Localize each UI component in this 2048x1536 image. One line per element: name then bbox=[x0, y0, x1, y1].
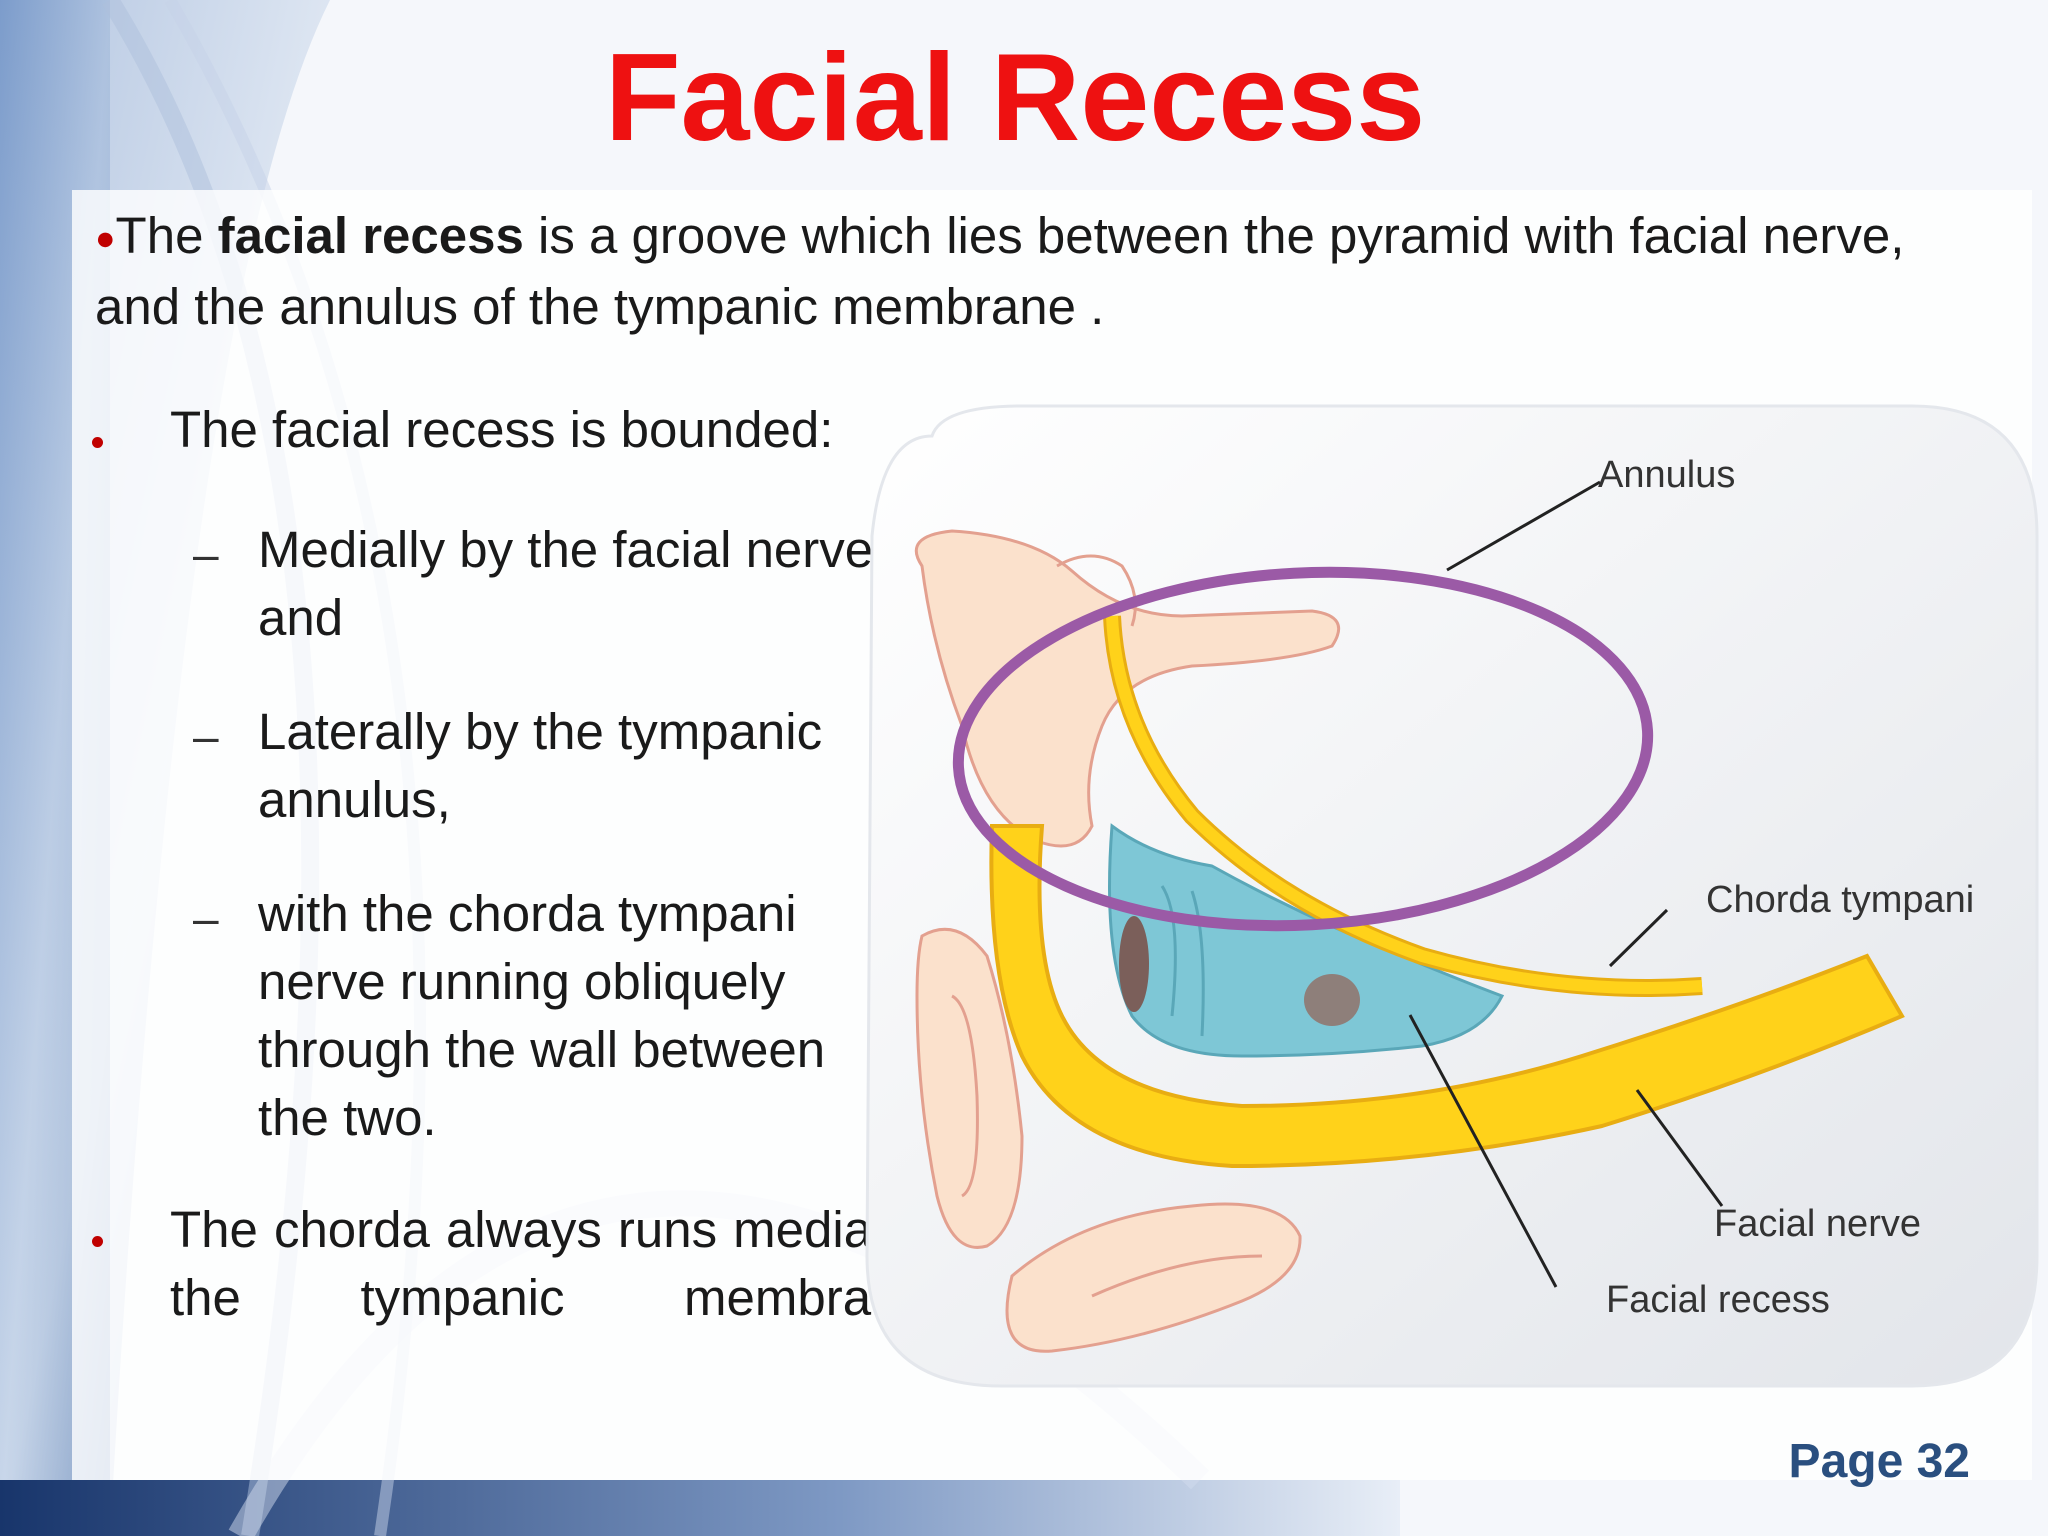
subbullet-medially: Medially by the facial nerve and bbox=[258, 521, 874, 646]
ossicle-bottom-detail bbox=[1091, 1254, 1263, 1298]
page-number: Page 32 bbox=[1788, 1435, 1970, 1488]
ossicle-fragment-detail bbox=[951, 994, 979, 1198]
label-annulus: Annulus bbox=[1598, 454, 1735, 496]
pyramid-shadow bbox=[1304, 974, 1360, 1026]
bullet-dot-icon bbox=[92, 437, 103, 448]
ossicle-fragment-left bbox=[915, 927, 1024, 1249]
bullet-dot-icon: ● bbox=[95, 219, 116, 258]
annulus-ring bbox=[952, 566, 1654, 932]
intro-paragraph: ●The facial recess is a groove which lie… bbox=[95, 202, 1995, 341]
label-facial-recess: Facial recess bbox=[1606, 1279, 1830, 1321]
subbullet-chorda: with the chorda tympani nerve running ob… bbox=[258, 885, 826, 1146]
chorda-tympani-shape bbox=[1106, 615, 1703, 994]
slide-title: Facial Recess bbox=[604, 29, 1426, 167]
incus-outline bbox=[1056, 554, 1137, 627]
label-chorda-tympani: Chorda tympani bbox=[1706, 879, 1974, 921]
recess-detail bbox=[1160, 885, 1205, 1037]
ossicle-fragment-bottom bbox=[1005, 1202, 1302, 1353]
intro-bold-term: facial recess bbox=[217, 207, 524, 264]
bullet-chorda-medial: The chorda always runs medial to the tym… bbox=[170, 1201, 942, 1326]
facial-recess-area bbox=[1108, 823, 1505, 1058]
intro-rest: is a groove which lies between the pyram… bbox=[95, 207, 1905, 335]
bullet-bounded: The facial recess is bounded: bbox=[170, 401, 834, 458]
leader-line-chorda bbox=[1608, 908, 1669, 968]
bullet-dot-icon bbox=[92, 1236, 103, 1247]
label-facial-nerve: Facial nerve bbox=[1714, 1203, 1921, 1245]
round-window-shadow bbox=[1119, 916, 1149, 1012]
leader-line-facial-recess bbox=[1408, 1014, 1558, 1288]
leader-line-facial-nerve bbox=[1635, 1089, 1724, 1207]
dash-icon: – bbox=[193, 528, 219, 580]
leader-line-annulus bbox=[1446, 480, 1601, 572]
dash-icon: – bbox=[193, 892, 219, 944]
facial-recess-diagram: Annulus Chorda tympani Facial nerve Faci… bbox=[865, 404, 2039, 1388]
facial-nerve-shape bbox=[989, 824, 1905, 1169]
dash-icon: – bbox=[193, 710, 219, 762]
intro-prefix: The bbox=[115, 207, 218, 264]
subbullet-laterally: Laterally by the tympanic annulus, bbox=[258, 703, 823, 828]
